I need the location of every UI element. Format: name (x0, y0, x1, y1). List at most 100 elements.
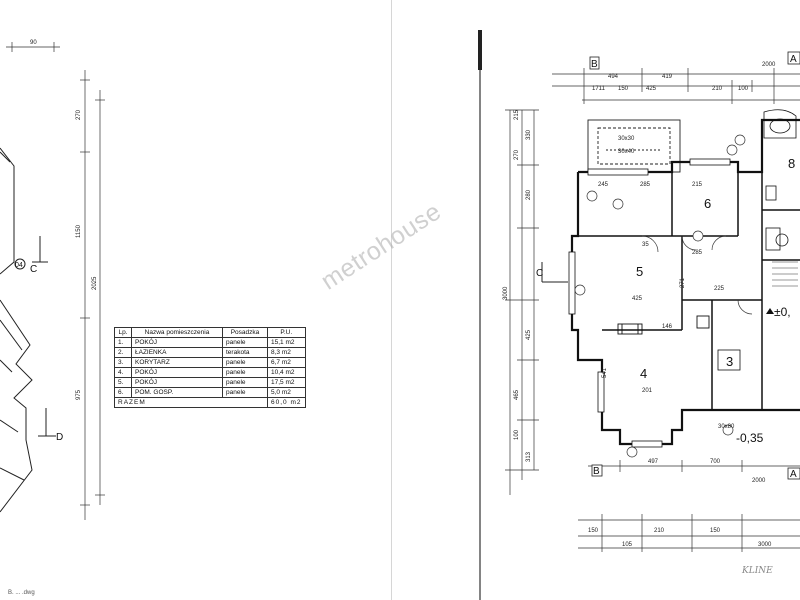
total-area: 60,0 m2 (267, 397, 306, 408)
top-dimension-line (6, 42, 60, 52)
table-row: 6. POM. GOSP. panele 5,0 m2 (114, 387, 306, 398)
row-room-name: KORYTARZ (131, 357, 223, 368)
row-room-name: POKÓJ (131, 377, 223, 388)
dim-left-6: 313 (526, 451, 532, 462)
header-area: P.U. (267, 327, 306, 338)
dim-bottom-5: 210 (654, 528, 665, 534)
dim-interior-11: 30x80 (718, 424, 735, 430)
scan-mark (478, 30, 482, 70)
dim-top-0: 90 (30, 40, 37, 46)
table-row: 2. ŁAZIENKA terakota 8,3 m2 (114, 347, 306, 358)
room-number-4: 4 (640, 366, 647, 381)
row-floor: panele (222, 367, 268, 378)
section-mark-d: D (56, 432, 63, 443)
dim-top-6: 210 (712, 86, 723, 92)
left-roof-plan-drawing: C D 04 90 270 1150 2025 975 (0, 40, 105, 520)
section-mark-c: C (30, 264, 37, 275)
dim-interior-10: 541 (602, 367, 608, 378)
dim-top-0: 494 (608, 74, 619, 80)
row-lp: 2. (114, 347, 132, 358)
axis-marker-a-bottom: A (787, 467, 800, 480)
terrace-outline (587, 119, 681, 173)
table-header-row: Lp. Nazwa pomieszczenia Posadzka P.U. (114, 327, 306, 338)
svg-text:A: A (790, 469, 797, 480)
total-label: RAZEM (114, 397, 268, 408)
dim-interior-13: 285 (692, 250, 703, 256)
row-room-name: ŁAZIENKA (131, 347, 223, 358)
row-area: 5,0 m2 (267, 387, 306, 398)
row-area: 15,1 m2 (267, 337, 306, 348)
dim-vertical-1: 1150 (76, 224, 82, 238)
top-dimension-chains (552, 68, 800, 104)
dim-left-4: 425 (526, 329, 532, 340)
floor-plan-drawing: B A 494 419 2000 1711 150 425 210 100 33… (478, 30, 800, 600)
chimney (696, 315, 710, 329)
table-row: 3. KORYTARZ panele 6,7 m2 (114, 357, 306, 368)
svg-text:B: B (593, 466, 600, 477)
dim-bottom-6: 150 (710, 528, 721, 534)
row-room-name: POKÓJ (131, 337, 223, 348)
row-lp: 5. (114, 377, 132, 388)
stairs (772, 261, 798, 287)
row-floor: panele (222, 377, 268, 388)
row-floor: panele (222, 337, 268, 348)
dim-interior-5: 425 (632, 296, 643, 302)
dim-vertical-2: 2025 (92, 276, 98, 290)
bathroom-fixtures (763, 109, 797, 251)
dim-left-8: 215 (514, 109, 520, 120)
dim-top-4: 150 (618, 86, 629, 92)
row-lp: 4. (114, 367, 132, 378)
dim-vertical-3: 975 (76, 389, 82, 400)
dim-top-1: 419 (662, 74, 673, 80)
detail-ref-circle (14, 258, 26, 270)
left-plan-sheet: C D 04 90 270 1150 2025 975 Lp. (0, 0, 392, 600)
row-floor: panele (222, 387, 268, 398)
level-mark-2: ±0, (774, 305, 791, 319)
header-lp: Lp. (114, 327, 132, 338)
dim-bottom-4: 150 (588, 528, 599, 534)
right-floor-plan-sheet: B A 494 419 2000 1711 150 425 210 100 33… (392, 0, 800, 600)
level-triangle (766, 308, 774, 314)
file-footnote: B. ... .dwg (8, 590, 35, 596)
dim-vertical-0: 270 (76, 109, 82, 120)
dim-top-5: 425 (646, 86, 657, 92)
axis-marker-a-top: A (787, 51, 800, 65)
door-swings (641, 235, 753, 315)
axis-label-c: C (536, 268, 543, 279)
dim-left-7: 100 (514, 429, 520, 440)
dim-interior-8: 271 (680, 277, 686, 288)
row-floor: terakota (222, 347, 268, 358)
room-3-frame (717, 349, 741, 371)
vertical-dimension-chain (80, 70, 105, 520)
svg-text:A: A (790, 54, 797, 65)
dim-interior-9: 225 (714, 286, 725, 292)
table-row: 5. POKÓJ panele 17,5 m2 (114, 377, 306, 388)
dim-bottom-1: 700 (710, 459, 721, 465)
table-row: 4. POKÓJ panele 10,4 m2 (114, 367, 306, 378)
room-area-table: Lp. Nazwa pomieszczenia Posadzka P.U. 1.… (114, 327, 306, 408)
dim-top-3: 1711 (592, 86, 606, 92)
dim-left-1: 280 (526, 189, 532, 200)
row-lp: 6. (114, 387, 132, 398)
dim-top-2: 2000 (762, 62, 776, 68)
axis-marker-b-bottom: B (591, 464, 603, 477)
row-area: 8,3 m2 (267, 347, 306, 358)
dim-interior-3: 215 (692, 182, 703, 188)
table-row: 1. POKÓJ panele 15,1 m2 (114, 337, 306, 348)
row-area: 6,7 m2 (267, 357, 306, 368)
dim-bottom-2: 2000 (752, 478, 766, 484)
axis-marker-b-top: B (589, 56, 600, 70)
dim-interior-4: 285 (640, 182, 651, 188)
axis-c-line (541, 262, 568, 283)
dim-bottom-7: 105 (622, 542, 633, 548)
page-divider (391, 0, 392, 600)
dim-interior-6: 146 (662, 324, 673, 330)
dim-bottom-0: 497 (648, 459, 659, 465)
header-room-name: Nazwa pomieszczenia (131, 327, 223, 338)
header-floor: Posadzka (222, 327, 268, 338)
svg-text:B: B (591, 59, 598, 70)
dim-bottom-3: 3000 (758, 542, 772, 548)
dim-left-3: 3000 (503, 286, 509, 300)
dim-interior-7: 35 (642, 242, 649, 248)
bottom-dimension-chains (578, 460, 800, 552)
